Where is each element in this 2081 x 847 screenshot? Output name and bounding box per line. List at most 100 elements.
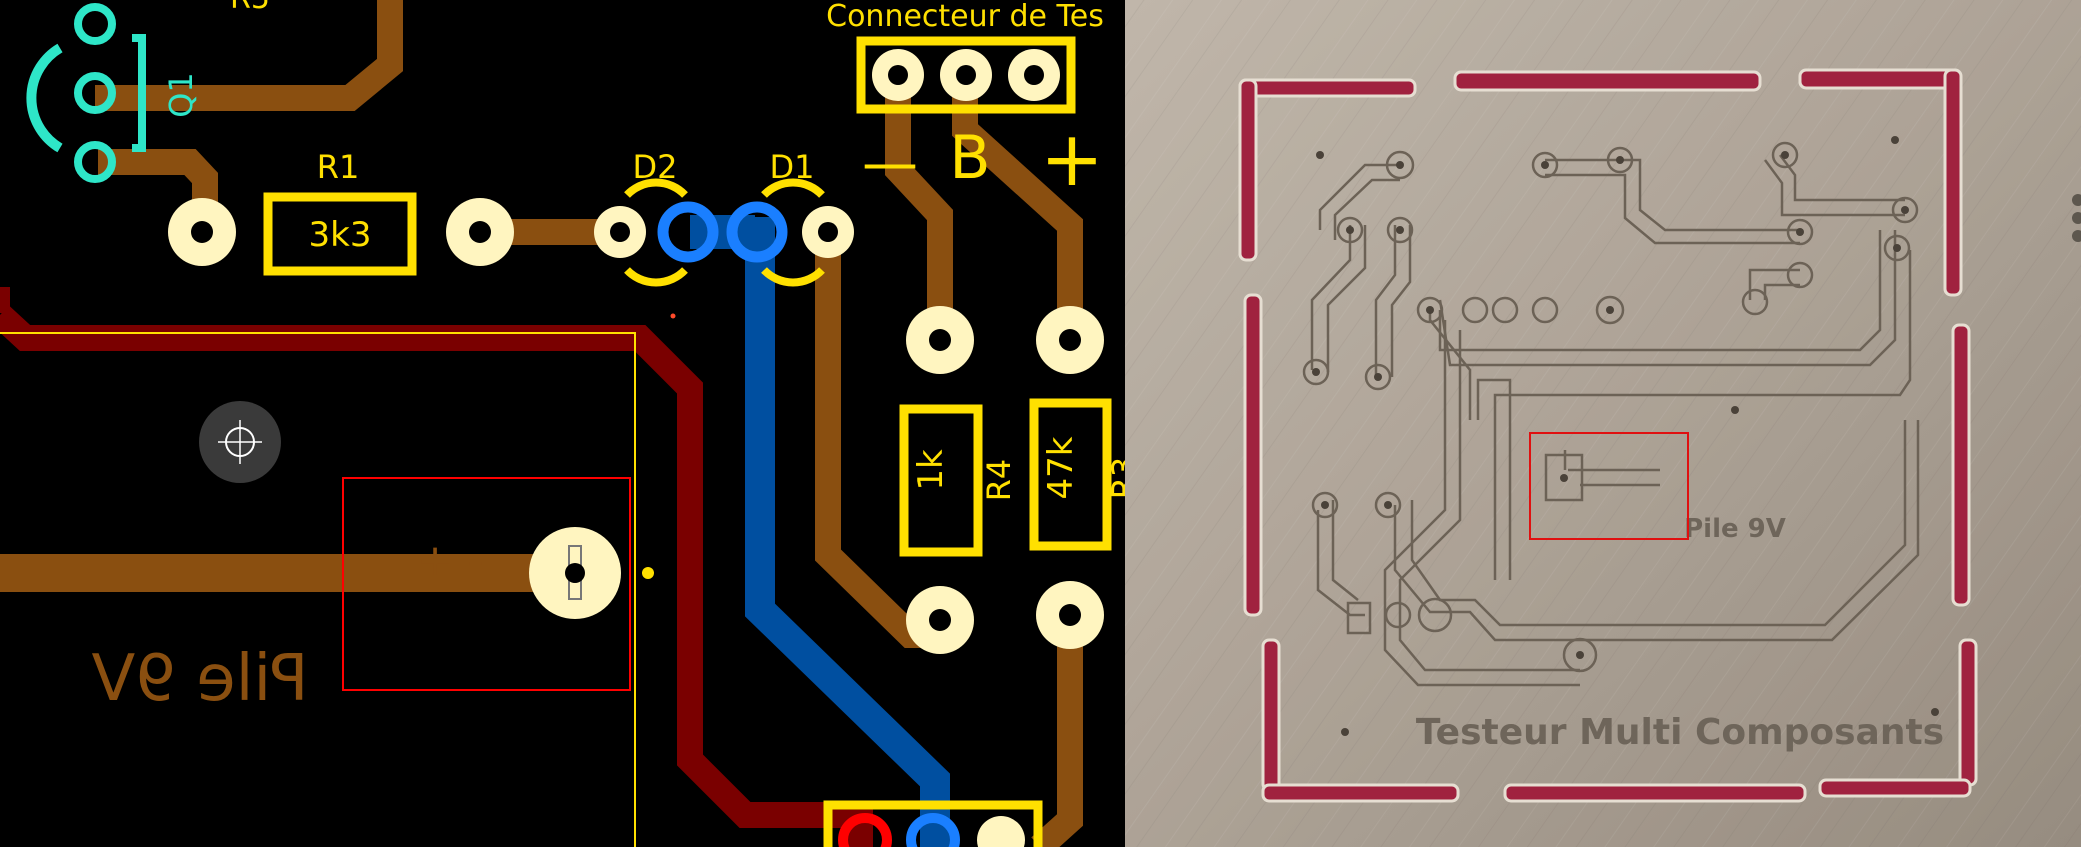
slot-right-2 <box>1951 323 1971 607</box>
etched-pad <box>1531 296 1559 324</box>
drill-hole <box>1374 373 1382 381</box>
q1-pin-collector <box>74 3 116 45</box>
etched-track-2b <box>1326 225 1367 372</box>
etched-track-13 <box>1316 510 1365 617</box>
slot-top-3 <box>1798 68 1962 90</box>
etched-pad <box>1562 637 1598 673</box>
bottom-pin-1 <box>838 813 892 847</box>
origin-dot <box>670 313 676 319</box>
slot-right-1 <box>1943 68 1963 297</box>
cutout-slots <box>1238 68 1978 803</box>
etched-track-5b <box>1763 159 1905 217</box>
r1-designator: R1 <box>317 148 360 186</box>
etched-pad <box>1786 261 1814 289</box>
test-hole-b <box>956 65 976 85</box>
drill-hole <box>1893 244 1901 252</box>
slot-left-1 <box>1238 78 1258 262</box>
r4-hole-top <box>929 329 951 351</box>
drill-hole <box>1541 161 1549 169</box>
r3-hole-top <box>1059 329 1081 351</box>
q1-pin-emitter <box>74 141 116 183</box>
d1-pad-cathode <box>726 201 788 263</box>
etched-pad <box>1417 597 1453 633</box>
trace-r5-q1 <box>95 0 403 111</box>
drill-hole <box>1316 151 1324 159</box>
etched-pads <box>1302 141 1919 673</box>
etched-pad <box>1891 196 1919 224</box>
etched-pad <box>1364 363 1392 391</box>
screw-thread <box>2072 194 2081 206</box>
q1-designator: Q1 <box>162 72 200 118</box>
d2-pad-cathode <box>657 201 719 263</box>
bottom-connector-outline <box>823 800 1043 847</box>
etched-pad <box>1595 295 1625 325</box>
r4-designator: R4 <box>980 459 1018 502</box>
minus-marker: — <box>862 131 918 196</box>
slot-top-1 <box>1238 78 1417 98</box>
b-marker: B <box>949 123 990 193</box>
trace-b-r3 <box>952 78 1083 340</box>
drill-hole <box>1426 306 1434 314</box>
r3-value: 47k <box>1041 436 1081 499</box>
etched-track-1 <box>1318 163 1400 230</box>
etched-track-8 <box>1428 310 1472 420</box>
test-hole-plus <box>1024 65 1044 85</box>
r3-outline <box>1029 398 1112 551</box>
d1-outline-top <box>761 178 825 198</box>
etched-track-3 <box>1374 225 1397 375</box>
trace-ground-red <box>0 305 873 847</box>
pcb-layout-panel: Q1 R5 R1 3k3 D2 D1 Connecteur de Tes — <box>0 0 1143 847</box>
etched-pad <box>1336 216 1364 244</box>
etched-pad <box>1606 146 1634 174</box>
d2-outline-bottom <box>624 267 688 287</box>
etched-track-9 <box>1493 250 1912 580</box>
drill-hole <box>1796 228 1804 236</box>
r1-hole-left <box>191 221 213 243</box>
drill-hole <box>1576 651 1584 659</box>
etched-track-10b <box>1383 320 1580 687</box>
highlight-box-layout <box>342 477 631 691</box>
etched-track-12 <box>1410 420 1907 627</box>
etched-pad <box>1302 358 1330 386</box>
drill-hole <box>1931 708 1939 716</box>
r5-designator: R5 <box>230 0 270 16</box>
slot-bottom-2 <box>1503 783 1807 803</box>
trace-minus-r4 <box>885 80 953 340</box>
d1-outline-bottom <box>761 267 825 287</box>
d1-hole-anode <box>818 222 838 242</box>
photo-shade <box>1125 0 2081 847</box>
etched-track-8b <box>1476 378 1512 580</box>
etched-pad <box>1311 491 1339 519</box>
etched-pad <box>1741 288 1769 316</box>
drill-hole <box>1901 206 1909 214</box>
etched-pad <box>1385 150 1415 180</box>
etched-pad <box>1531 151 1559 179</box>
etched-track-3b <box>1390 225 1412 377</box>
drill-hole <box>1560 474 1568 482</box>
board-outline <box>0 332 636 847</box>
q1-pin-base <box>74 72 116 114</box>
drill-hole <box>1781 151 1789 159</box>
drill-hole <box>1384 501 1392 509</box>
plus-marker: + <box>1040 114 1104 203</box>
highlight-box-photo <box>1529 432 1689 540</box>
battery-label-mirrored: Pile 9V <box>91 642 308 716</box>
r1-outline <box>263 192 417 276</box>
etched-track-12b <box>1393 420 1920 642</box>
q1-outline-arc <box>26 43 63 153</box>
d2-hole-anode <box>610 222 630 242</box>
etched-pad <box>1374 491 1402 519</box>
etched-pad <box>1461 296 1489 324</box>
screw-edge <box>2072 194 2081 242</box>
r1-hole-right <box>469 221 491 243</box>
etched-pad <box>1386 216 1414 244</box>
etched-board-title: Testeur Multi Composants <box>1416 712 1944 753</box>
etched-pad <box>1771 141 1799 169</box>
r4-outline <box>899 404 983 557</box>
r1-value: 3k3 <box>309 215 372 255</box>
drill-hole <box>1396 161 1404 169</box>
drill-hole <box>1616 156 1624 164</box>
test-hole-minus <box>888 65 908 85</box>
drill-hole <box>1312 368 1320 376</box>
